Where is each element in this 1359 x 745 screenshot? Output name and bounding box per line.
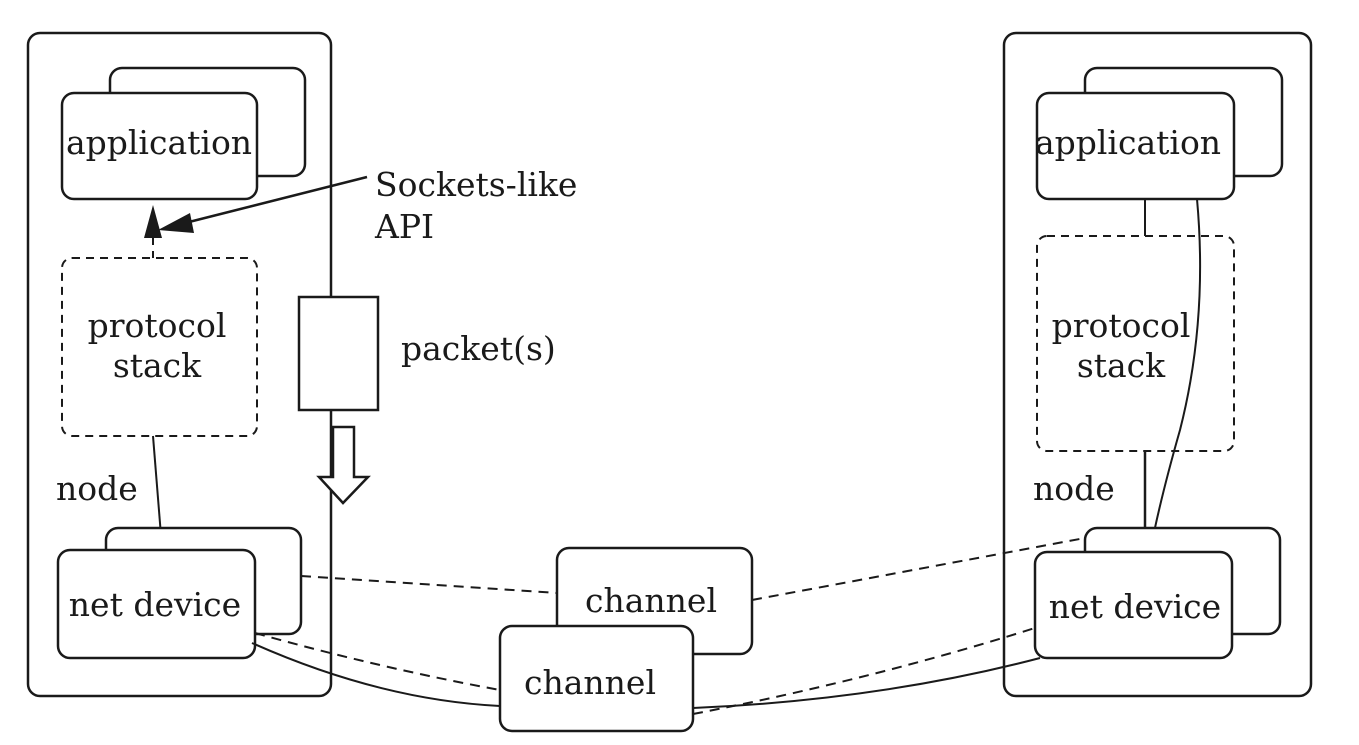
right-stack-label: stack [1077, 346, 1166, 385]
channel-back-label: channel [585, 581, 717, 620]
right-application-label: application [1035, 123, 1221, 162]
right-netdevice-label: net device [1049, 587, 1221, 626]
left-netdevice-label: net device [69, 585, 241, 624]
packet-down-arrow [316, 425, 371, 505]
front-channel-to-right-netdevice-dashed [692, 627, 1036, 715]
packet-box [297, 295, 380, 412]
left-protocol-label: protocol [88, 306, 227, 345]
left-node-label: node [56, 469, 138, 508]
api-pointer-arrowhead [158, 213, 194, 233]
right-netdevice-box [1033, 550, 1234, 660]
right-application-box [1035, 91, 1236, 201]
right-node-label: node [1033, 469, 1115, 508]
left-netdevice-to-back-channel-dashed [300, 575, 558, 594]
left-application-box [60, 91, 259, 201]
packet-label: packet(s) [401, 329, 556, 368]
right-node-box [1002, 31, 1313, 698]
front-channel-to-right-netdevice-solid [692, 657, 1041, 709]
left-api-arrowhead [144, 205, 162, 238]
channel-front-box [498, 624, 695, 733]
api-pointer-line [184, 175, 368, 225]
left-stack-label: stack [113, 346, 202, 385]
left-application-label: application [66, 123, 252, 162]
left-protocol-stack-box [61, 257, 258, 437]
left-netdevice-to-front-channel-solid [251, 642, 501, 707]
right-app-to-netdevice-curve [1149, 198, 1202, 553]
channel-front-label: channel [524, 663, 656, 702]
left-netdevice-to-front-channel-dashed [254, 632, 501, 691]
back-channel-to-right-netdevice-dashed [751, 537, 1086, 601]
api-label-line2: API [374, 207, 434, 246]
right-protocol-label: protocol [1052, 306, 1191, 345]
api-label-line1: Sockets-like [375, 165, 577, 204]
right-protocol-stack-box [1036, 235, 1235, 452]
left-netdevice-box [56, 548, 257, 660]
